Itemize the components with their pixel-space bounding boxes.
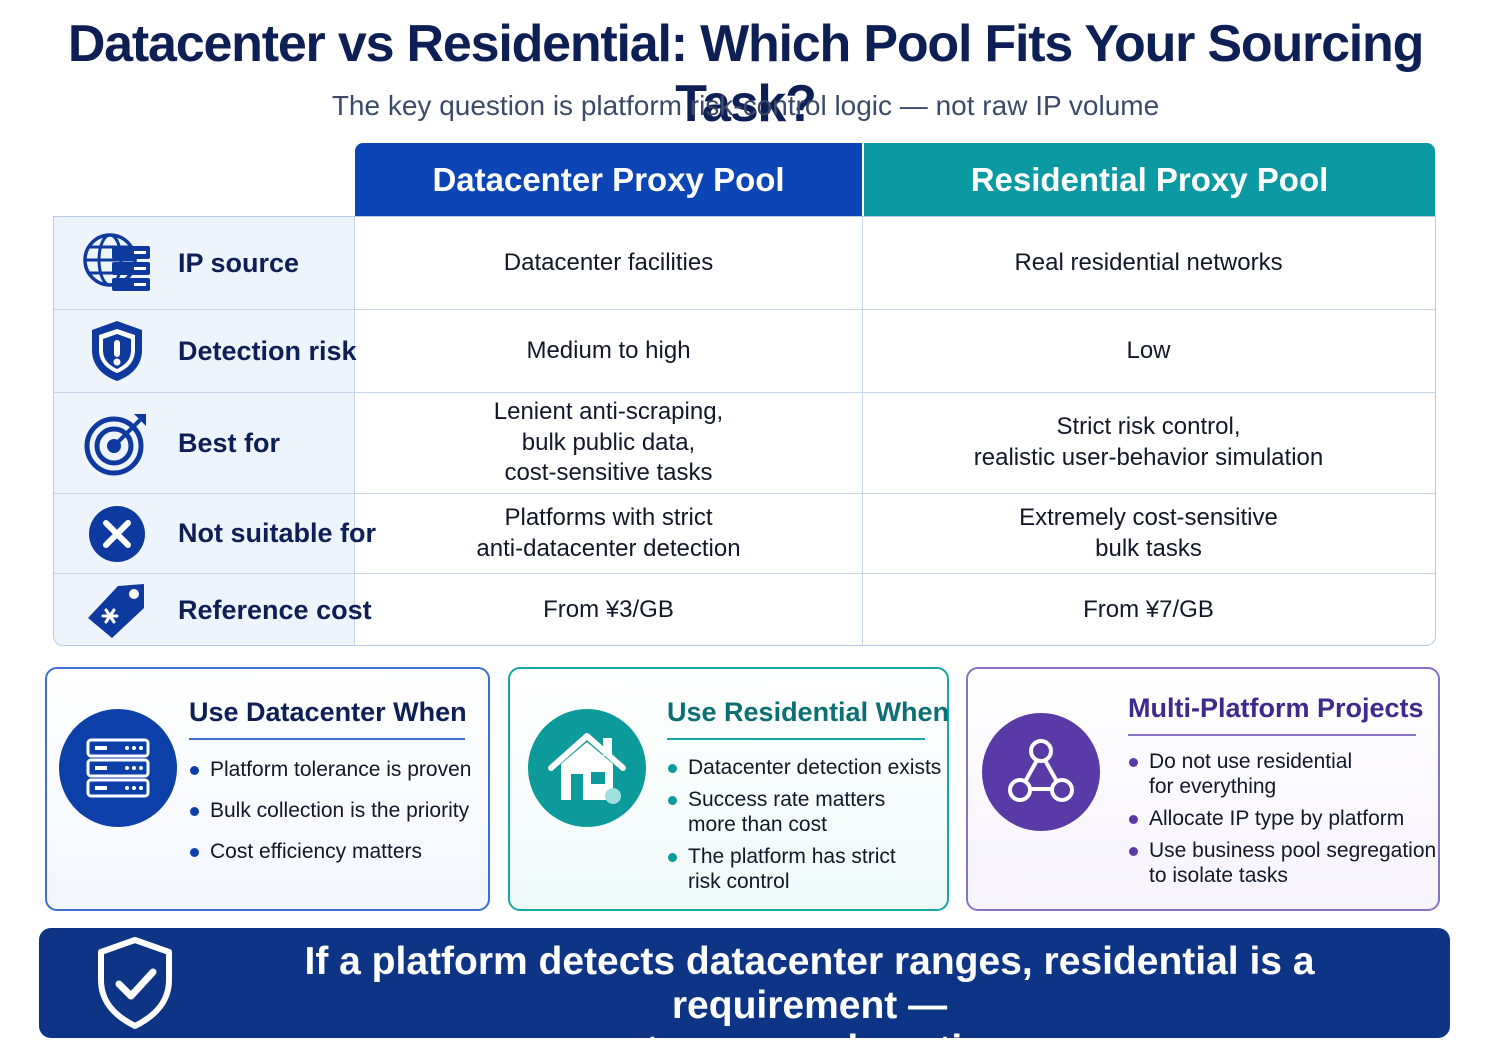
row-label-cell: Not suitable for <box>54 494 376 573</box>
card-title: Use Datacenter When <box>189 697 467 740</box>
multi-platform-card: Multi-Platform Projects Do not use resid… <box>966 667 1440 911</box>
column-header-datacenter: Datacenter Proxy Pool <box>355 143 862 217</box>
table-row: IP source Datacenter facilities Real res… <box>54 217 1435 310</box>
datacenter-cell: Datacenter facilities <box>355 217 863 309</box>
row-label: Best for <box>178 427 281 458</box>
row-label-cell: Detection risk <box>54 310 357 392</box>
card-list: Platform tolerance is proven Bulk collec… <box>189 757 471 880</box>
datacenter-cell: Lenient anti-scraping,bulk public data,c… <box>355 393 863 493</box>
card-list: Datacenter detection exists Success rate… <box>667 755 941 901</box>
residential-usage-card: Use Residential When Datacenter detectio… <box>508 667 949 911</box>
datacenter-cell: From ¥3/GB <box>355 574 863 645</box>
list-item: Cost efficiency matters <box>189 839 471 864</box>
table-row: Detection risk Medium to high Low <box>54 310 1435 393</box>
list-item: Bulk collection is the priority <box>189 798 471 823</box>
card-title: Use Residential When <box>667 697 949 740</box>
house-icon <box>528 709 646 827</box>
conclusion-banner: If a platform detects datacenter ranges,… <box>39 928 1450 1055</box>
x-circle-icon <box>82 499 152 569</box>
row-label: IP source <box>178 247 300 278</box>
residential-cell: Real residential networks <box>1014 248 1283 276</box>
server-rack-icon <box>59 709 177 827</box>
column-header-residential: Residential Proxy Pool <box>864 143 1435 217</box>
shield-check-icon <box>95 936 175 1035</box>
residential-cell: Strict risk control,realistic user-behav… <box>973 413 1324 471</box>
row-label-cell: Reference cost <box>54 574 372 646</box>
conclusion-line-2: not an upgrade option. <box>598 1028 1021 1055</box>
list-item: Platform tolerance is proven <box>189 757 471 782</box>
row-label: Not suitable for <box>178 518 377 548</box>
datacenter-cell: Medium to high <box>355 310 863 392</box>
page-title: Datacenter vs Residential: Which Pool Fi… <box>67 15 1425 133</box>
table-row: Best for Lenient anti-scraping,bulk publ… <box>54 393 1435 494</box>
row-label-cell: Best for <box>54 393 355 493</box>
list-item: Allocate IP type by platform <box>1128 806 1436 831</box>
comparison-table: IP source Datacenter facilities Real res… <box>53 216 1436 646</box>
row-label-cell: IP source <box>54 217 355 309</box>
conclusion-line-1: If a platform detects datacenter ranges,… <box>304 940 1315 1027</box>
datacenter-usage-card: Use Datacenter When Platform tolerance i… <box>45 667 490 911</box>
table-row: Reference cost From ¥3/GB From ¥7/GB <box>54 574 1435 646</box>
row-label: Reference cost <box>178 595 372 625</box>
page-subtitle: The key question is platform risk-contro… <box>331 90 1160 121</box>
network-nodes-icon <box>982 713 1100 831</box>
globe-server-icon <box>82 228 152 298</box>
target-icon <box>82 408 152 478</box>
residential-cell: From ¥7/GB <box>1083 596 1214 624</box>
list-item: Datacenter detection exists <box>667 755 941 780</box>
shield-alert-icon <box>82 316 152 386</box>
residential-cell: Low <box>1126 336 1171 364</box>
conclusion-text: If a platform detects datacenter ranges,… <box>209 940 1410 1055</box>
price-tag-icon <box>82 576 152 646</box>
card-title: Multi-Platform Projects <box>1128 693 1424 736</box>
row-label: Detection risk <box>178 335 357 366</box>
